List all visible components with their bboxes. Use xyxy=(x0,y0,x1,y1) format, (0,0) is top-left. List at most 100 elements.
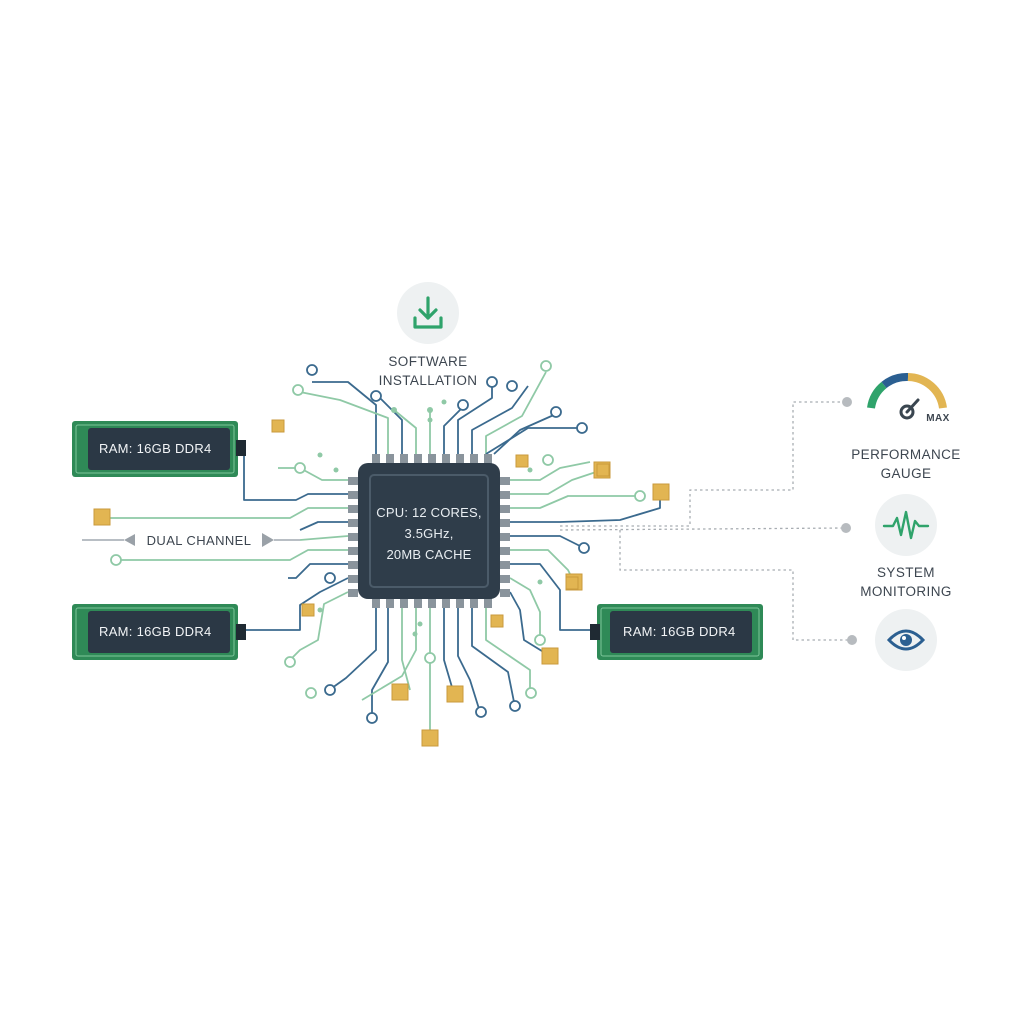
monitoring-label-line1: SYSTEM xyxy=(877,565,935,580)
pulse-icon-bg xyxy=(875,494,937,556)
performance-label-line1: PERFORMANCE xyxy=(851,447,961,462)
cpu-pin xyxy=(500,477,510,485)
software-install-node xyxy=(397,282,459,344)
trace-terminal xyxy=(534,634,546,646)
cpu-pin xyxy=(348,533,358,541)
cpu-cores: CPU: 12 CORES, xyxy=(376,505,482,520)
cpu-pin xyxy=(500,561,510,569)
cpu-pin xyxy=(442,454,450,464)
trace-dot xyxy=(527,467,533,473)
monitoring-label-line2: MONITORING xyxy=(860,584,952,599)
gold-pad xyxy=(301,603,315,617)
cpu-pin xyxy=(470,454,478,464)
dual-channel-indicator xyxy=(82,533,300,547)
cpu-pin xyxy=(442,598,450,608)
cpu-pin xyxy=(500,491,510,499)
cpu-pin xyxy=(400,454,408,464)
arrow-right-icon xyxy=(262,533,274,547)
gold-pad xyxy=(391,683,409,701)
cpu-body xyxy=(358,463,500,599)
circuit-trace xyxy=(471,385,529,454)
circuit-trace xyxy=(371,608,389,716)
circuit-trace xyxy=(443,407,463,454)
circuit-trace xyxy=(510,495,640,509)
cpu-pin xyxy=(400,598,408,608)
dual-channel-label: DUAL CHANNEL xyxy=(146,533,252,548)
trace-terminal xyxy=(366,712,378,724)
connector-dot xyxy=(841,523,851,533)
circuit-trace xyxy=(509,591,551,657)
cpu-chip xyxy=(348,454,510,608)
circuit-trace xyxy=(299,391,389,454)
cpu-pin xyxy=(500,547,510,555)
circuit-trace xyxy=(510,563,590,631)
trace-terminal xyxy=(324,572,336,584)
gold-pad xyxy=(271,419,285,433)
ram-module-right xyxy=(590,604,763,660)
trace-terminal xyxy=(475,706,487,718)
software-label-line1: SOFTWARE xyxy=(388,354,468,369)
circuit-trace xyxy=(471,608,515,703)
gold-pad xyxy=(490,614,504,628)
circuit-trace xyxy=(299,521,348,531)
ram-chip-bar xyxy=(88,428,230,470)
cpu-pin xyxy=(386,454,394,464)
cpu-pin xyxy=(348,477,358,485)
solder-pads xyxy=(93,360,670,747)
trace-terminal xyxy=(424,652,436,664)
trace-terminal xyxy=(306,364,318,376)
ram-connector xyxy=(236,440,246,456)
trace-terminal xyxy=(525,687,537,699)
trace-terminal xyxy=(457,399,469,411)
cpu-clock: 3.5GHz, xyxy=(404,526,454,541)
gauge-max-label: MAX xyxy=(926,413,950,424)
cpu-pin xyxy=(348,575,358,583)
cpu-pin xyxy=(348,505,358,513)
eye-icon xyxy=(886,629,926,651)
circuit-trace xyxy=(510,469,603,495)
trace-dot xyxy=(391,407,397,413)
circuit-trace xyxy=(331,608,377,689)
circuit-trace xyxy=(110,507,348,519)
circuit-trace xyxy=(299,535,349,541)
circuit-trace xyxy=(278,467,348,481)
cpu-cache: 20MB CACHE xyxy=(386,547,472,562)
system-monitoring-label: SYSTEM MONITORING xyxy=(846,563,966,601)
software-installation-label: SOFTWARE INSTALLATION xyxy=(358,352,498,390)
ram-label-left-top: RAM: 16GB DDR4 xyxy=(99,441,212,456)
cpu-pin xyxy=(348,547,358,555)
gold-pad xyxy=(421,729,439,747)
gold-pad xyxy=(541,647,559,665)
circuit-traces xyxy=(110,371,661,738)
gauge-needle xyxy=(905,398,920,414)
circuit-trace xyxy=(289,591,349,661)
trace-dot xyxy=(441,399,447,405)
cpu-pin xyxy=(414,598,422,608)
gold-pad xyxy=(93,508,111,526)
trace-terminal xyxy=(542,454,554,466)
trace-terminal xyxy=(634,490,646,502)
cpu-pin xyxy=(456,598,464,608)
trace-dot xyxy=(417,621,423,627)
gold-pad xyxy=(565,576,579,590)
monitor-connectors xyxy=(559,401,850,641)
circuit-trace xyxy=(510,494,661,523)
ram-module-left-bottom xyxy=(72,604,246,660)
circuit-trace xyxy=(485,608,531,690)
circuit-trace xyxy=(393,409,417,454)
trace-dot xyxy=(317,607,323,613)
performance-gauge-label: PERFORMANCE GAUGE xyxy=(846,445,966,483)
cpu-pin xyxy=(372,454,380,464)
trace-terminal xyxy=(305,687,317,699)
trace-terminal xyxy=(110,554,122,566)
cpu-pin xyxy=(500,589,510,597)
pulse-icon xyxy=(882,510,930,540)
cpu-pin xyxy=(428,598,436,608)
cpu-pin xyxy=(500,519,510,527)
arrow-left-icon xyxy=(124,534,135,546)
ram-module-left-top xyxy=(72,421,246,477)
trace-terminal xyxy=(324,684,336,696)
connector-dot xyxy=(842,397,852,407)
cpu-pin xyxy=(470,598,478,608)
